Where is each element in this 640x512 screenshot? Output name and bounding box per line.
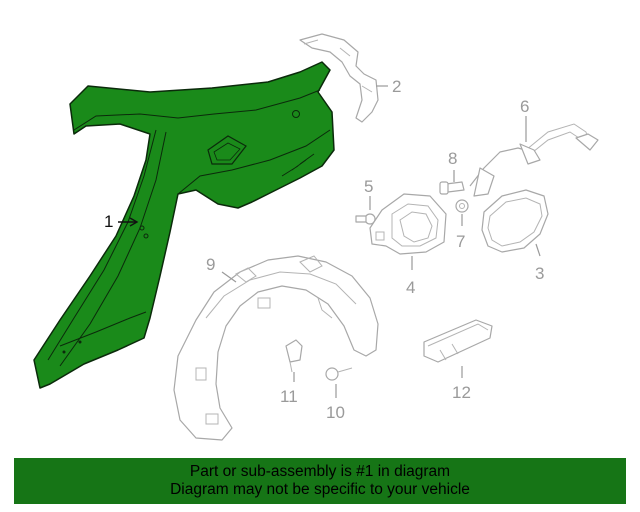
part-5-fastener[interactable] [355, 196, 376, 225]
leader-1-arrow [129, 217, 139, 227]
callout-9: 9 [206, 255, 215, 274]
part-7-grommet[interactable] [455, 199, 469, 226]
part-6-release-cable[interactable] [469, 116, 599, 197]
banner-line-1: Part or sub-assembly is #1 in diagram [189, 463, 451, 480]
callout-4: 4 [406, 278, 415, 297]
callout-8: 8 [448, 149, 457, 168]
callout-2: 2 [392, 77, 401, 96]
callout-10: 10 [326, 403, 345, 422]
part-3-fuel-door[interactable] [481, 189, 549, 257]
part-11-clip[interactable] [285, 339, 303, 382]
callout-7: 7 [456, 232, 465, 251]
part-12-pad[interactable] [423, 319, 493, 378]
part-2-bracket[interactable] [299, 33, 388, 123]
part-4-fuel-filler-housing[interactable] [369, 193, 447, 270]
callout-1: 1 [104, 212, 113, 231]
exploded-parts-diagram: 1 2 3 4 5 6 7 8 9 10 11 12 [33, 33, 599, 441]
callout-12: 12 [452, 383, 471, 402]
info-banner: Part or sub-assembly is #1 in diagram Di… [14, 458, 626, 504]
banner-line-2: Diagram may not be specific to your vehi… [170, 481, 470, 498]
part-10-screw[interactable] [325, 367, 353, 398]
callout-5: 5 [364, 177, 373, 196]
callout-6: 6 [520, 97, 529, 116]
callout-11: 11 [280, 387, 298, 406]
part-8-bolt[interactable] [439, 170, 465, 195]
part-9-wheelhouse-liner[interactable] [173, 255, 379, 441]
part-1-quarter-panel[interactable] [33, 61, 335, 389]
callout-3: 3 [535, 264, 544, 283]
